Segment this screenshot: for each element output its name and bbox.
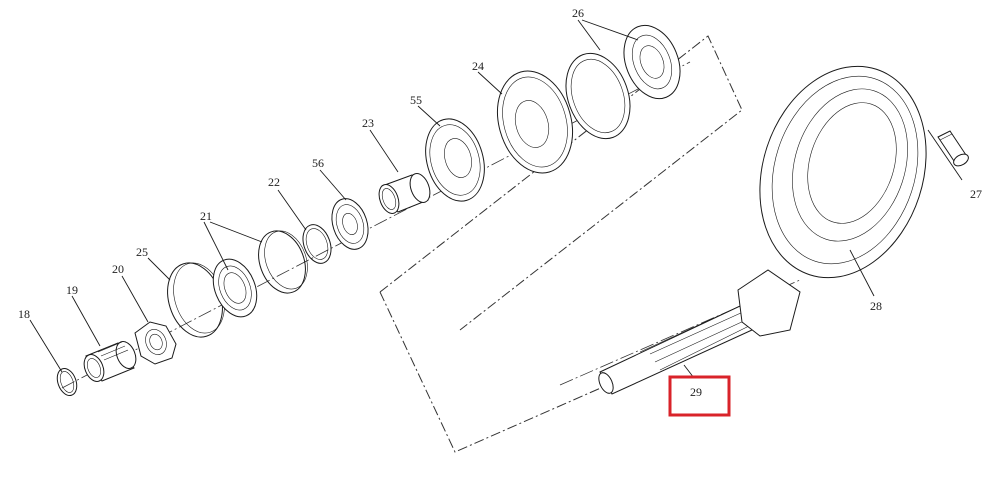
part-label-28: 28 — [870, 299, 882, 313]
leader-lines — [29, 19, 963, 379]
small-gear-icon — [331, 198, 369, 250]
part-label-22: 22 — [268, 175, 280, 189]
retaining-ring-icon — [56, 367, 78, 397]
part-label-26: 26 — [572, 6, 584, 20]
assembly-boundary — [379, 35, 743, 331]
tapered-roller-bearing-icon-upper — [565, 24, 681, 140]
part-label-27: 27 — [970, 187, 982, 201]
pinion-shaft-icon — [598, 269, 801, 395]
spur-gear-icon-24 — [497, 70, 573, 174]
part-label-18: 18 — [18, 307, 30, 321]
lock-nut-icon — [134, 321, 177, 365]
part-label-21: 21 — [200, 209, 212, 223]
bushing-icon — [378, 173, 431, 214]
part-label-25: 25 — [136, 245, 148, 259]
part-label-29: 29 — [690, 385, 702, 399]
bolt-icon — [937, 130, 969, 167]
bevel-ring-gear-icon — [759, 65, 927, 279]
snap-ring-icon — [302, 224, 332, 264]
part-label-20: 20 — [112, 262, 124, 276]
part-label-23: 23 — [362, 116, 374, 130]
spur-gear-icon-55 — [425, 118, 485, 202]
tapered-roller-bearing-icon — [212, 230, 308, 318]
needle-bearing-icon — [83, 341, 137, 382]
part-label-56: 56 — [312, 156, 324, 170]
assembly-boundary-lower — [379, 291, 761, 453]
highlight-box-29[interactable] — [668, 375, 731, 417]
part-label-24: 24 — [472, 59, 484, 73]
part-label-19: 19 — [66, 283, 78, 297]
part-label-55: 55 — [410, 93, 422, 107]
